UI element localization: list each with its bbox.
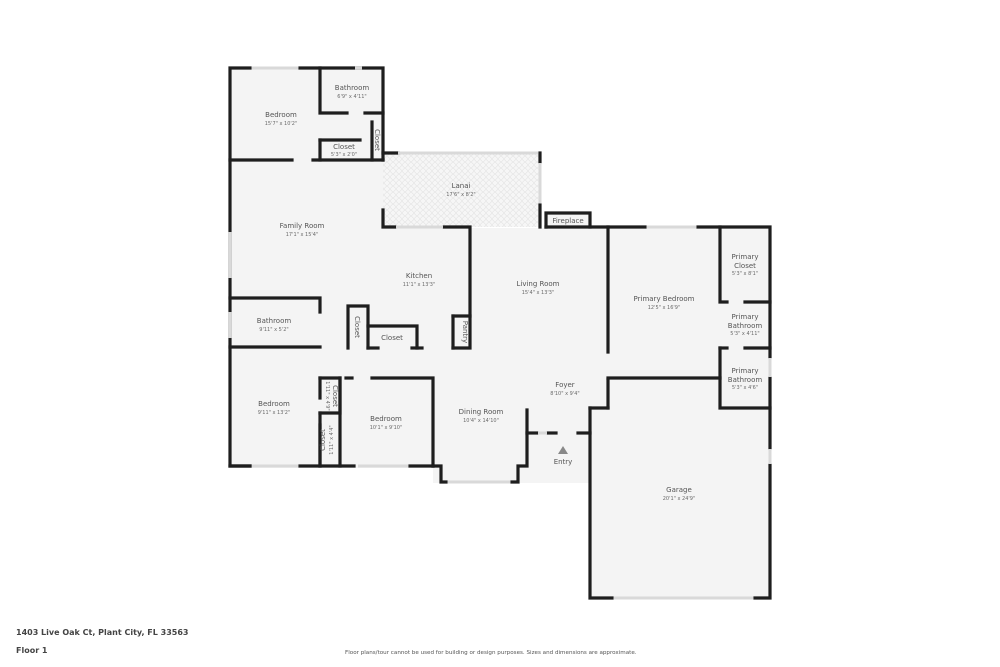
svg-text:5'3" x 8'1": 5'3" x 8'1" <box>732 271 758 277</box>
svg-text:5'3" x 2'0": 5'3" x 2'0" <box>331 152 357 158</box>
room-closet-n-vert: Closet <box>373 129 381 151</box>
room-family-room: Family Room <box>280 222 325 230</box>
room-closet-k: Closet <box>381 334 403 342</box>
floor-label: Floor 1 <box>16 646 48 655</box>
room-living-room: Living Room <box>517 280 560 288</box>
room-garage: Garage <box>666 486 692 494</box>
svg-text:5'3" x 4'6": 5'3" x 4'6" <box>732 385 758 391</box>
svg-text:20'1" x 24'9": 20'1" x 24'9" <box>663 496 696 502</box>
room-bathroom-n: Bathroom <box>335 84 370 92</box>
svg-text:10'4" x 14'10": 10'4" x 14'10" <box>463 418 499 424</box>
room-bathroom-w: Bathroom <box>257 317 292 325</box>
room-labels: Bedroom 15'7" x 10'2" Bathroom 6'9" x 4'… <box>257 84 763 502</box>
room-pantry: Pantry <box>461 321 469 343</box>
room-closet-s2: Closet <box>319 429 327 451</box>
room-entry: Entry <box>554 458 573 466</box>
windows <box>228 66 772 600</box>
floor-areas <box>230 68 770 598</box>
svg-text:1'11" x 4'4": 1'11" x 4'4" <box>329 425 335 454</box>
room-kitchen: Kitchen <box>406 272 432 280</box>
svg-text:Closet: Closet <box>734 262 756 270</box>
svg-text:10'1" x 9'10": 10'1" x 9'10" <box>370 425 403 431</box>
room-dining-room: Dining Room <box>459 408 504 416</box>
svg-text:6'9" x 4'11": 6'9" x 4'11" <box>337 94 366 100</box>
svg-text:1'11" x 4'9": 1'11" x 4'9" <box>324 381 330 410</box>
walls <box>228 66 772 600</box>
room-primary-bathroom-1: Primary <box>731 313 758 321</box>
room-primary-bathroom-2: Primary <box>731 367 758 375</box>
room-primary-closet: Primary <box>731 253 758 261</box>
svg-text:8'10" x 9'4": 8'10" x 9'4" <box>550 391 579 397</box>
svg-text:15'7" x 10'2": 15'7" x 10'2" <box>265 121 298 127</box>
room-bedroom-nw: Bedroom <box>265 111 297 119</box>
property-address: 1403 Live Oak Ct, Plant City, FL 33563 <box>16 628 189 637</box>
room-foyer: Foyer <box>555 381 575 389</box>
room-fireplace: Fireplace <box>552 217 583 225</box>
svg-text:Bathroom: Bathroom <box>728 376 763 384</box>
svg-text:11'1" x 13'3": 11'1" x 13'3" <box>403 282 436 288</box>
svg-text:9'11" x 5'2": 9'11" x 5'2" <box>259 327 288 333</box>
lanai-tile <box>383 153 540 227</box>
svg-text:17'1" x 15'4": 17'1" x 15'4" <box>286 232 319 238</box>
svg-text:12'5" x 16'9": 12'5" x 16'9" <box>648 305 681 311</box>
room-primary-bedroom: Primary Bedroom <box>634 295 695 303</box>
svg-text:Bathroom: Bathroom <box>728 322 763 330</box>
svg-text:15'4" x 13'3": 15'4" x 13'3" <box>522 290 555 296</box>
svg-text:17'6" x 8'2": 17'6" x 8'2" <box>446 192 475 198</box>
room-bedroom-sw: Bedroom <box>258 400 290 408</box>
room-closet-k-vert: Closet <box>353 316 361 338</box>
room-lanai: Lanai <box>452 182 471 190</box>
disclaimer-text: Floor plans/tour cannot be used for buil… <box>345 650 637 656</box>
svg-text:5'3" x 4'11": 5'3" x 4'11" <box>730 331 759 337</box>
svg-text:9'11" x 13'2": 9'11" x 13'2" <box>258 410 291 416</box>
room-closet-n: Closet <box>333 143 355 151</box>
room-closet-s1: Closet <box>331 385 339 407</box>
room-bedroom-s: Bedroom <box>370 415 402 423</box>
entry-arrow-icon <box>558 446 568 454</box>
